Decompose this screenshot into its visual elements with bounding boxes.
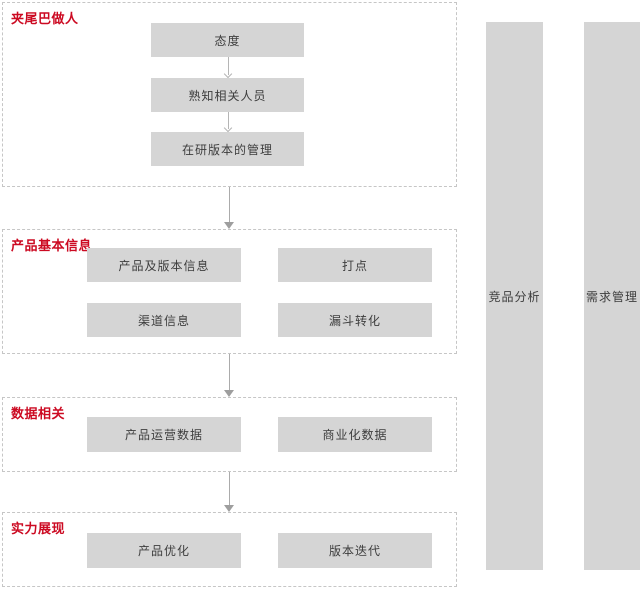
arrow-down-icon: [223, 472, 235, 512]
box-product-operations-data: 产品运营数据: [87, 417, 241, 452]
box-know-stakeholders: 熟知相关人员: [151, 78, 304, 112]
section-title: 数据相关: [11, 407, 66, 422]
box-version-iteration: 版本迭代: [278, 533, 432, 568]
section-humble-conduct: 夹尾巴做人 态度 熟知相关人员 在研版本的管理: [2, 2, 457, 187]
box-funnel-conversion: 漏斗转化: [278, 303, 432, 337]
arrow-stem: [228, 57, 229, 75]
arrow-stem: [229, 187, 230, 223]
arrow-down-icon: [221, 112, 235, 133]
section-product-basic-info: 产品基本信息 产品及版本信息 打点 渠道信息 漏斗转化: [2, 229, 457, 354]
section-title: 产品基本信息: [11, 239, 93, 254]
sidebar-requirements-management: 需求管理: [584, 22, 640, 570]
arrow-head: [223, 123, 233, 133]
arrow-down-icon: [223, 187, 235, 229]
section-strength-display: 实力展现 产品优化 版本迭代: [2, 512, 457, 587]
box-monetization-data: 商业化数据: [278, 417, 432, 452]
section-data-related: 数据相关 产品运营数据 商业化数据: [2, 397, 457, 472]
arrow-head: [224, 222, 234, 229]
box-dev-version-management: 在研版本的管理: [151, 132, 304, 166]
box-product-version-info: 产品及版本信息: [87, 248, 241, 282]
arrow-stem: [228, 112, 229, 129]
arrow-down-icon: [221, 57, 235, 79]
box-event-tracking: 打点: [278, 248, 432, 282]
box-channel-info: 渠道信息: [87, 303, 241, 337]
arrow-stem: [229, 354, 230, 391]
arrow-head: [224, 390, 234, 397]
sidebar-competitive-analysis: 竞品分析: [486, 22, 543, 570]
section-title: 夹尾巴做人: [11, 12, 79, 27]
section-title: 实力展现: [11, 522, 66, 537]
arrow-down-icon: [223, 354, 235, 397]
arrow-head: [224, 505, 234, 512]
box-product-optimization: 产品优化: [87, 533, 241, 568]
box-attitude: 态度: [151, 23, 304, 57]
arrow-head: [223, 69, 233, 79]
arrow-stem: [229, 472, 230, 506]
